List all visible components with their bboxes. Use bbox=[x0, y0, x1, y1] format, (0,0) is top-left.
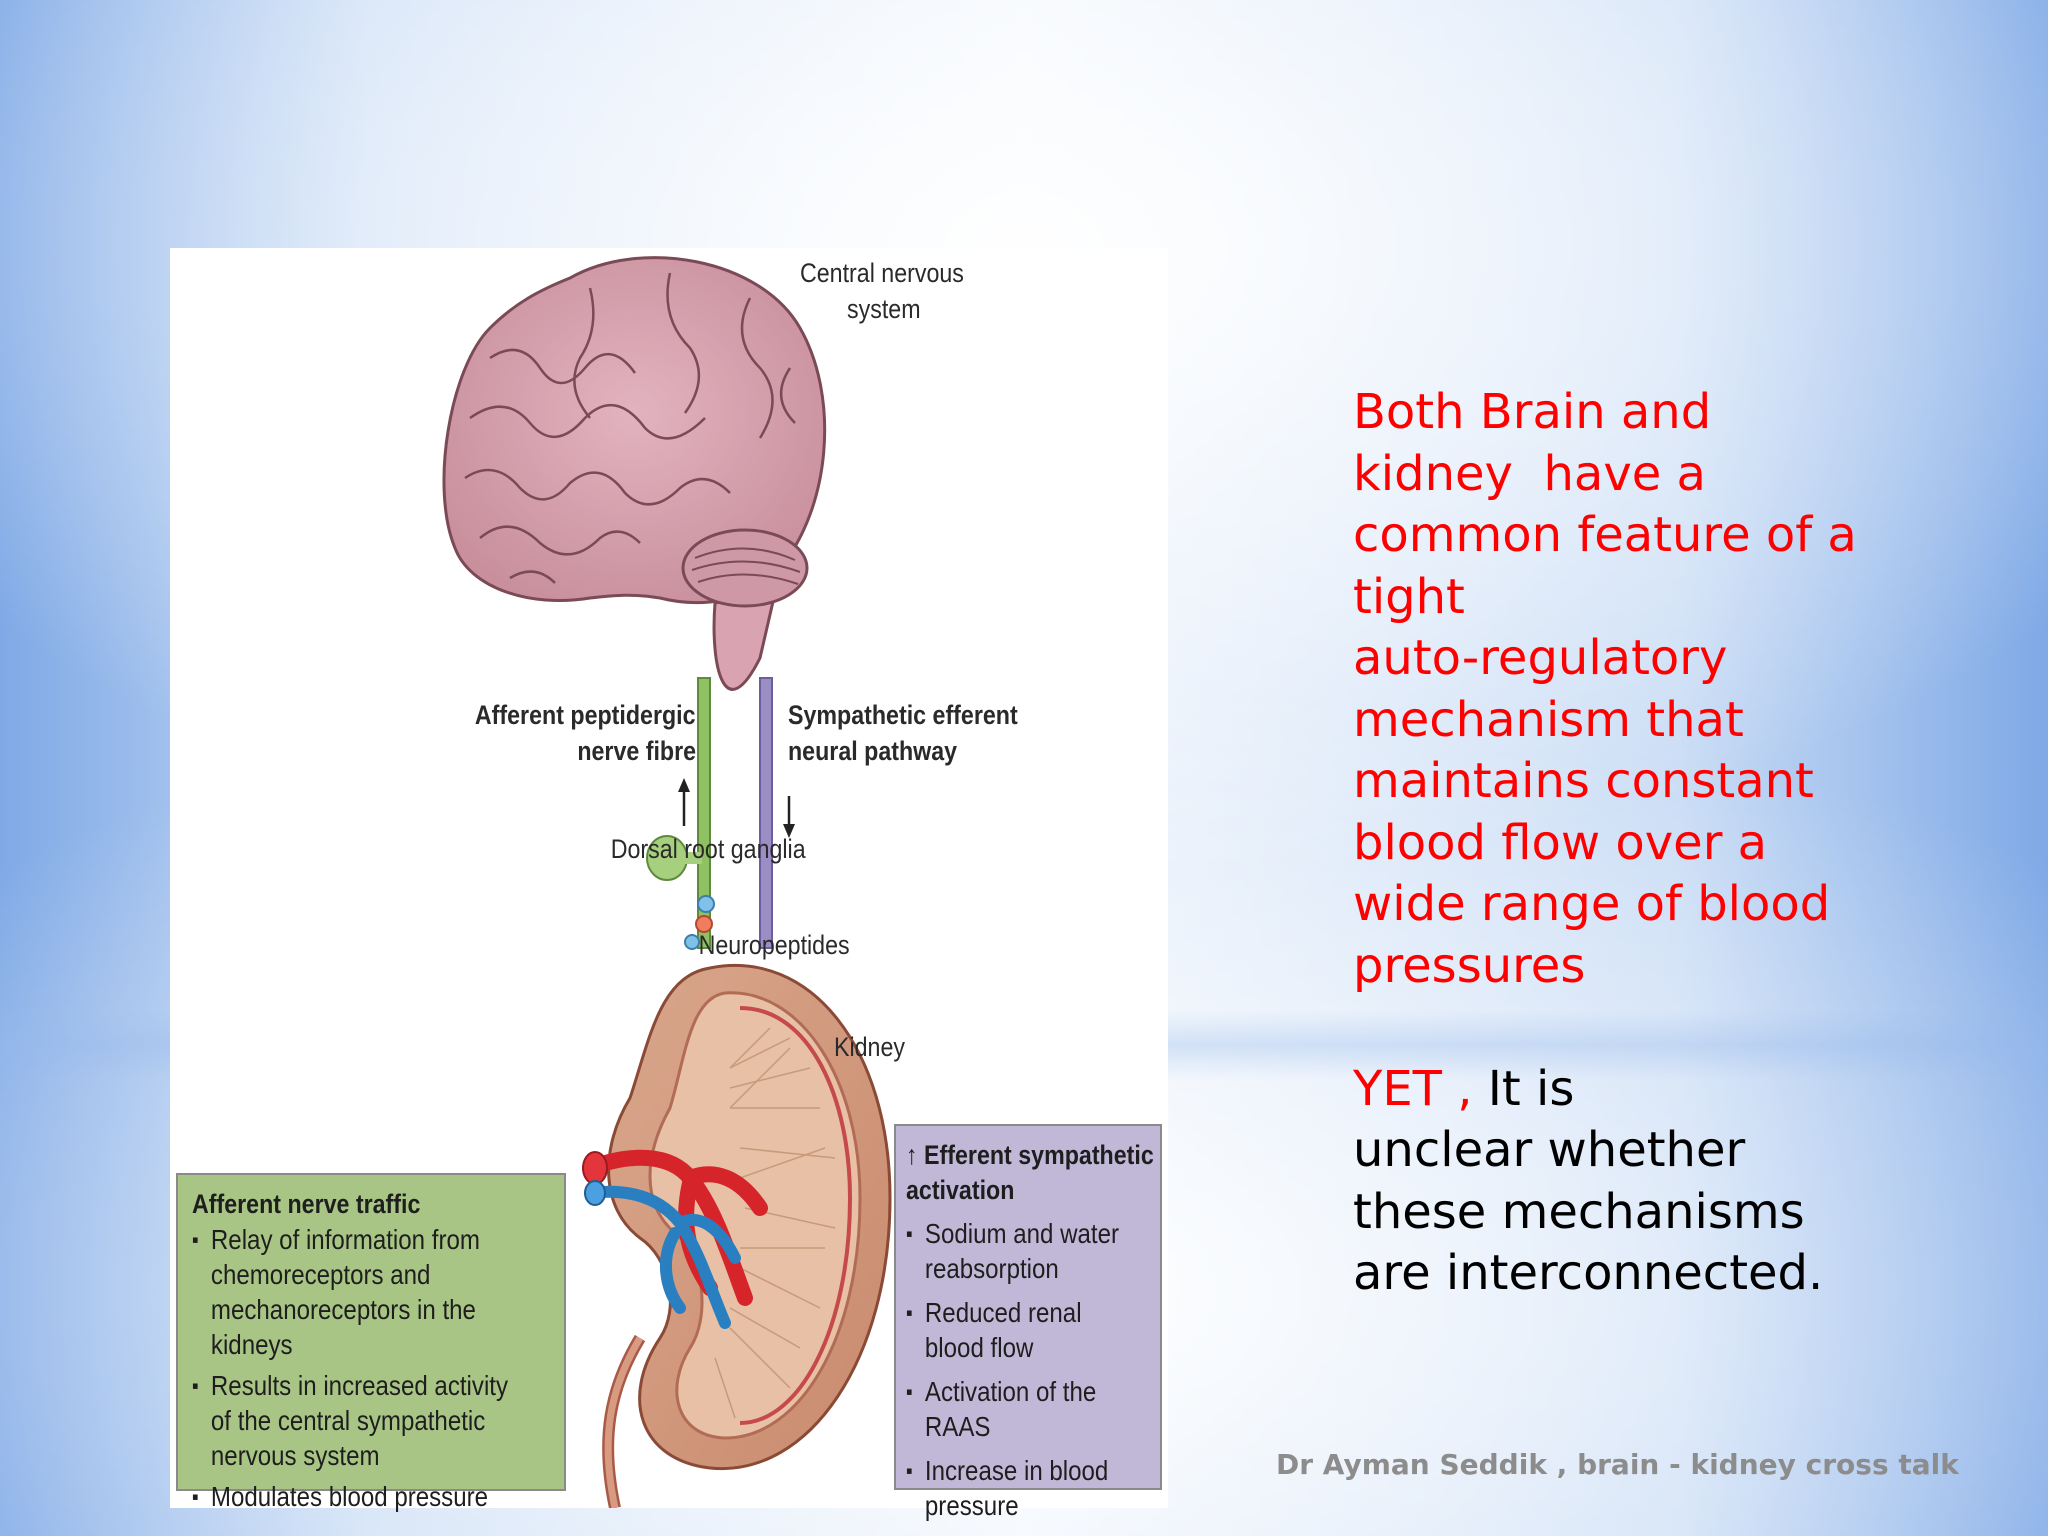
efferent-item-4-line1: Increase in blood bbox=[924, 1455, 1109, 1486]
summary-line: maintains constant bbox=[1353, 753, 1814, 809]
figure-illustration bbox=[442, 256, 892, 1508]
efferent-item: Sodium and water reabsorption bbox=[906, 1216, 1159, 1286]
afferent-item: Relay of information from chemoreceptors… bbox=[192, 1222, 563, 1362]
efferent-item: Reduced renal blood flow bbox=[906, 1295, 1159, 1365]
efferent-item-1-line1: Sodium and water bbox=[924, 1218, 1120, 1249]
afferent-item-1-line3: mechanoreceptors in the kidneys bbox=[210, 1294, 476, 1360]
efferent-item: Activation of the RAAS bbox=[906, 1374, 1159, 1444]
kidney-illustration bbox=[582, 964, 892, 1508]
summary-line: kidney have a bbox=[1353, 445, 1706, 502]
sympathetic-pathway-label-line2: neural pathway bbox=[788, 736, 958, 766]
brain-illustration bbox=[442, 256, 827, 691]
efferent-item-2-line1: Reduced renal bbox=[924, 1297, 1082, 1328]
yet-word: YET , bbox=[1353, 1060, 1473, 1117]
dorsal-root-label: Dorsal root ganglia bbox=[611, 834, 806, 864]
afferent-item-2-line2: of the central sympathetic bbox=[210, 1405, 486, 1436]
sympathetic-pathway-label-line1: Sympathetic efferent bbox=[788, 700, 1018, 730]
afferent-fibre-label-line1: Afferent peptidergic bbox=[475, 700, 696, 730]
afferent-item-1-line2: chemoreceptors and bbox=[210, 1259, 431, 1290]
summary-line: unclear whether bbox=[1353, 1122, 1746, 1178]
afferent-item: Results in increased activity of the cen… bbox=[192, 1368, 563, 1473]
yet-line: YET , It is bbox=[1353, 1059, 1913, 1121]
afferent-item-1-line1: Relay of information from bbox=[210, 1224, 480, 1255]
cns-label-line1: Central nervous bbox=[800, 258, 964, 288]
summary-line: wide range of blood bbox=[1353, 876, 1831, 932]
afferent-item-2-line1: Results in increased activity bbox=[210, 1370, 509, 1401]
nerve-fibres bbox=[646, 677, 795, 950]
afferent-nerve-traffic-box: Afferent nerve traffic Relay of informat… bbox=[176, 1173, 566, 1514]
yet-continuation: It is bbox=[1472, 1060, 1575, 1117]
afferent-item: Modulates blood pressure bbox=[192, 1479, 563, 1514]
efferent-item-1-line2: reabsorption bbox=[924, 1253, 1059, 1284]
summary-text: Both Brain and kidney have a common feat… bbox=[1353, 382, 1913, 1305]
summary-line: Both Brain and bbox=[1353, 384, 1712, 440]
summary-line: auto-regulatory bbox=[1353, 630, 1728, 686]
neuropeptides-label: Neuropeptides bbox=[698, 930, 850, 960]
afferent-item-2-line3: nervous system bbox=[210, 1440, 380, 1471]
afferent-item-3-line1: Modulates blood pressure bbox=[210, 1481, 489, 1512]
summary-line: tight bbox=[1353, 568, 1465, 625]
summary-line: these mechanisms bbox=[1353, 1183, 1805, 1240]
cns-label-line2: system bbox=[847, 294, 921, 324]
efferent-item: Increase in blood pressure bbox=[906, 1453, 1159, 1523]
summary-line: are interconnected. bbox=[1353, 1245, 1824, 1301]
summary-line: blood flow over a bbox=[1353, 814, 1768, 871]
summary-line: common feature of a bbox=[1353, 507, 1857, 563]
afferent-box-title: Afferent nerve traffic bbox=[192, 1189, 421, 1219]
efferent-item-4-line2: pressure bbox=[924, 1490, 1019, 1521]
efferent-item-3-line1: Activation of the RAAS bbox=[924, 1376, 1097, 1442]
brain-kidney-figure: Central nervous system Afferent peptider… bbox=[170, 248, 1168, 1521]
efferent-sympathetic-box: ↑ Efferent sympathetic activation Sodium… bbox=[894, 1124, 1162, 1521]
kidney-label: Kidney bbox=[834, 1032, 906, 1062]
summary-line: mechanism that bbox=[1353, 691, 1744, 748]
efferent-box-title-line2: activation bbox=[906, 1175, 1015, 1205]
summary-line: pressures bbox=[1353, 937, 1586, 994]
efferent-item-2-line2: blood flow bbox=[924, 1332, 1034, 1363]
efferent-box-title-line1: ↑ Efferent sympathetic bbox=[906, 1140, 1154, 1170]
afferent-fibre-label-line2: nerve fibre bbox=[577, 736, 696, 766]
footer-credit: Dr Ayman Seddik , brain - kidney cross t… bbox=[1276, 1448, 1959, 1481]
